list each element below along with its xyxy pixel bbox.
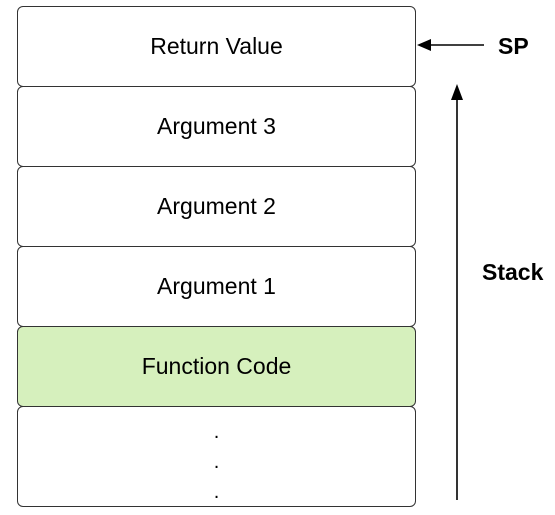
stack-box-argument-1: Argument 1 [17, 246, 416, 327]
stack-box-label: Function Code [141, 353, 292, 379]
sp-arrow [417, 39, 484, 51]
stack-growth-arrow [451, 84, 463, 500]
stack-box-label: Argument 1 [157, 273, 276, 299]
ellipsis-dot: . [213, 421, 220, 443]
stack-box-function-code: Function Code [17, 326, 416, 407]
stack-label: Stack [482, 259, 544, 285]
stack-box-label: Argument 3 [157, 113, 276, 139]
stack-box-return-value: Return Value [17, 6, 416, 87]
ellipsis-dot: . [213, 481, 220, 503]
stack-box-label: Return Value [150, 33, 283, 59]
sp-label: SP [498, 33, 529, 59]
stack-box-label: Argument 2 [157, 193, 276, 219]
ellipsis-dot: . [213, 451, 220, 473]
stack-box-argument-2: Argument 2 [17, 166, 416, 247]
stack-box-continuation: . . . [17, 406, 416, 507]
